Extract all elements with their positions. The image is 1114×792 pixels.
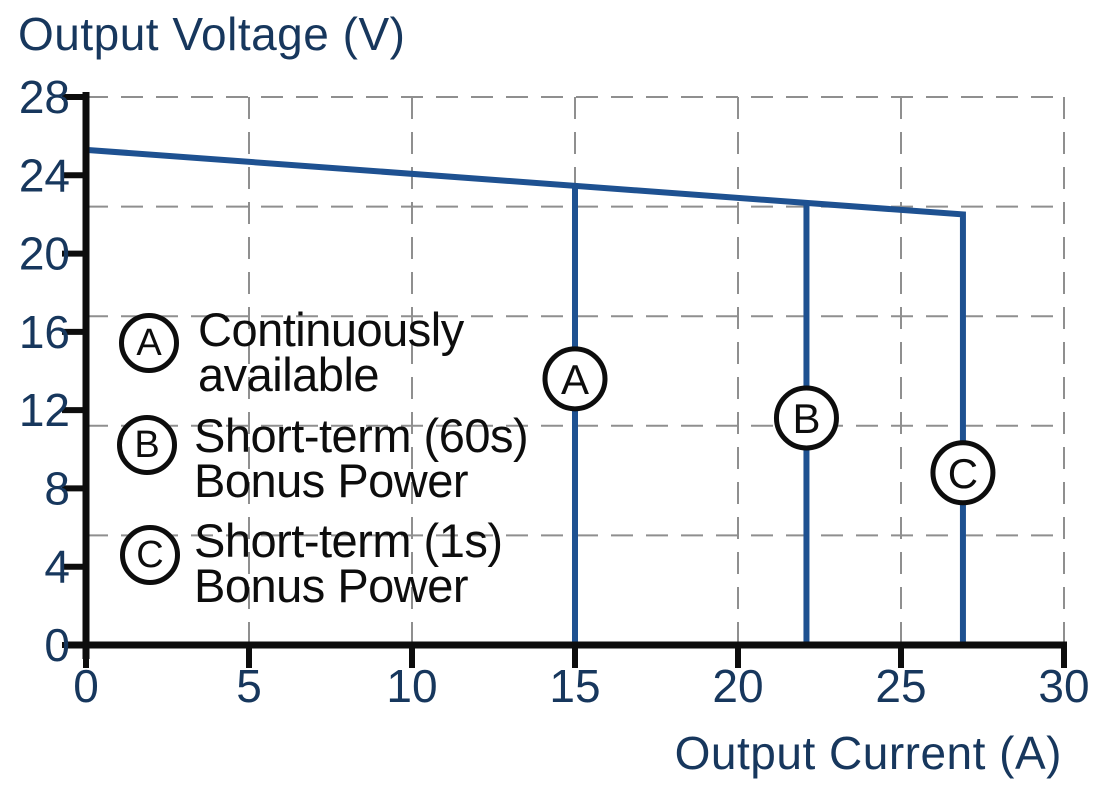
x-tick-label: 10: [386, 660, 437, 712]
chart-marker-circle: [930, 440, 996, 506]
y-tick-label: 16: [19, 306, 70, 358]
legend-letter-b: B: [134, 423, 160, 466]
x-tick-label: 0: [73, 660, 99, 712]
legend-letter-a: A: [136, 321, 162, 364]
legend-label-a: Continuously available: [198, 303, 464, 401]
legend-label-b-line1: Short-term (60s): [194, 409, 529, 462]
chart-marker-a: A: [542, 346, 608, 412]
legend-label-b-line2: Bonus Power: [194, 454, 469, 507]
chart-marker-b: B: [773, 385, 839, 451]
y-tick-label: 28: [19, 71, 70, 123]
legend-label-c-line2: Bonus Power: [194, 559, 469, 612]
legend-marker-b-icon: B: [117, 415, 177, 475]
chart-marker-circle: [773, 385, 839, 451]
y-tick-label: 0: [44, 619, 70, 671]
y-axis-title: Output Voltage (V): [18, 8, 406, 60]
legend-marker-a-icon: A: [119, 313, 179, 373]
chart-marker-letter: A: [561, 356, 589, 403]
y-tick-label: 20: [19, 228, 70, 280]
chart-marker-letter: C: [948, 450, 978, 497]
x-tick-label: 25: [875, 660, 926, 712]
chart-marker-c: C: [930, 440, 996, 506]
x-tick-label: 20: [712, 660, 763, 712]
legend-letter-c: C: [136, 533, 164, 576]
x-axis-title: Output Current (A): [674, 727, 1062, 779]
y-tick-label: 12: [19, 384, 70, 436]
chart-marker-letter: B: [792, 395, 820, 442]
legend-label-a-line1: Continuously: [198, 303, 464, 356]
x-tick-label: 5: [236, 660, 262, 712]
x-tick-label: 15: [549, 660, 600, 712]
legend-label-b: Short-term (60s) Bonus Power: [194, 409, 529, 507]
legend-label-c-line1: Short-term (1s): [194, 514, 503, 567]
chart-marker-circle: [542, 346, 608, 412]
legend-label-a-line2: available: [198, 348, 380, 401]
y-tick-label: 24: [19, 149, 70, 201]
x-tick-label: 30: [1038, 660, 1089, 712]
y-tick-label: 8: [44, 462, 70, 514]
legend-marker-c-icon: C: [120, 525, 180, 585]
y-tick-label: 4: [44, 541, 70, 593]
legend-label-c: Short-term (1s) Bonus Power: [194, 514, 503, 612]
